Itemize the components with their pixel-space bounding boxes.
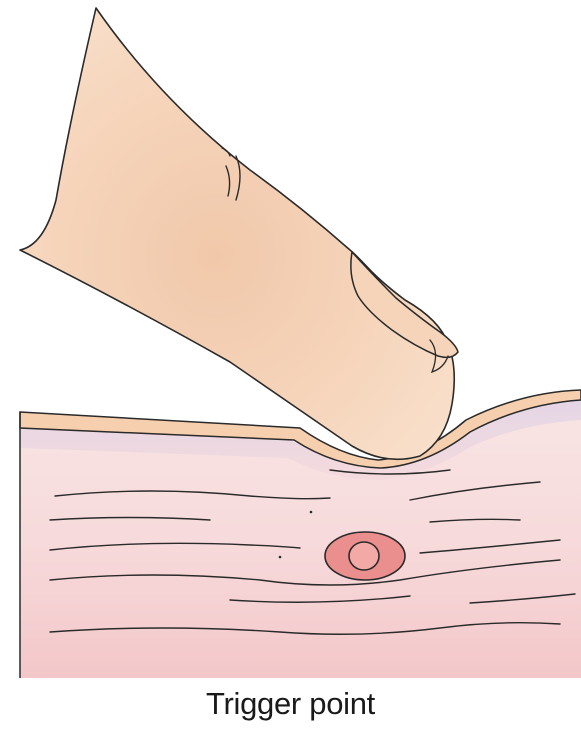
tissue-block [20,390,581,678]
muscle-dot [279,556,282,559]
trigger-point-inner [349,542,379,570]
finger-pressing-icon [20,8,458,459]
muscle-dot [310,511,313,514]
diagram-caption: Trigger point [0,686,581,722]
trigger-point-nodule-icon [325,532,405,580]
finger-body [20,8,454,459]
